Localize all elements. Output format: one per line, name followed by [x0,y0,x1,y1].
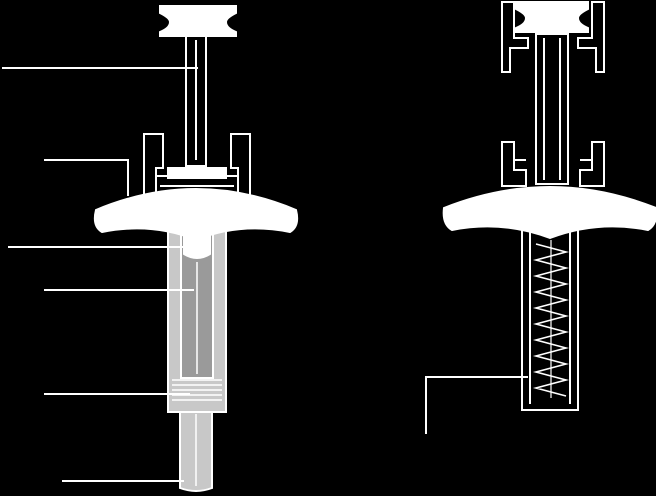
leader-holder [44,159,129,196]
left-leader-lines [2,67,198,482]
right-syringe [442,1,656,411]
right-top-frame [501,1,529,73]
leader-spring [425,376,528,434]
left-plunger-head [159,5,237,37]
right-holder-right [579,141,605,187]
left-finger-flange [93,188,299,242]
left-rod-collar [167,167,227,179]
right-top-frame-r [577,1,605,73]
right-plunger-rod [535,33,569,185]
right-finger-flange [442,186,656,240]
right-holder-left [501,141,527,187]
left-plunger-rod [185,35,207,167]
left-syringe [93,5,299,492]
right-plunger-head [515,1,589,33]
